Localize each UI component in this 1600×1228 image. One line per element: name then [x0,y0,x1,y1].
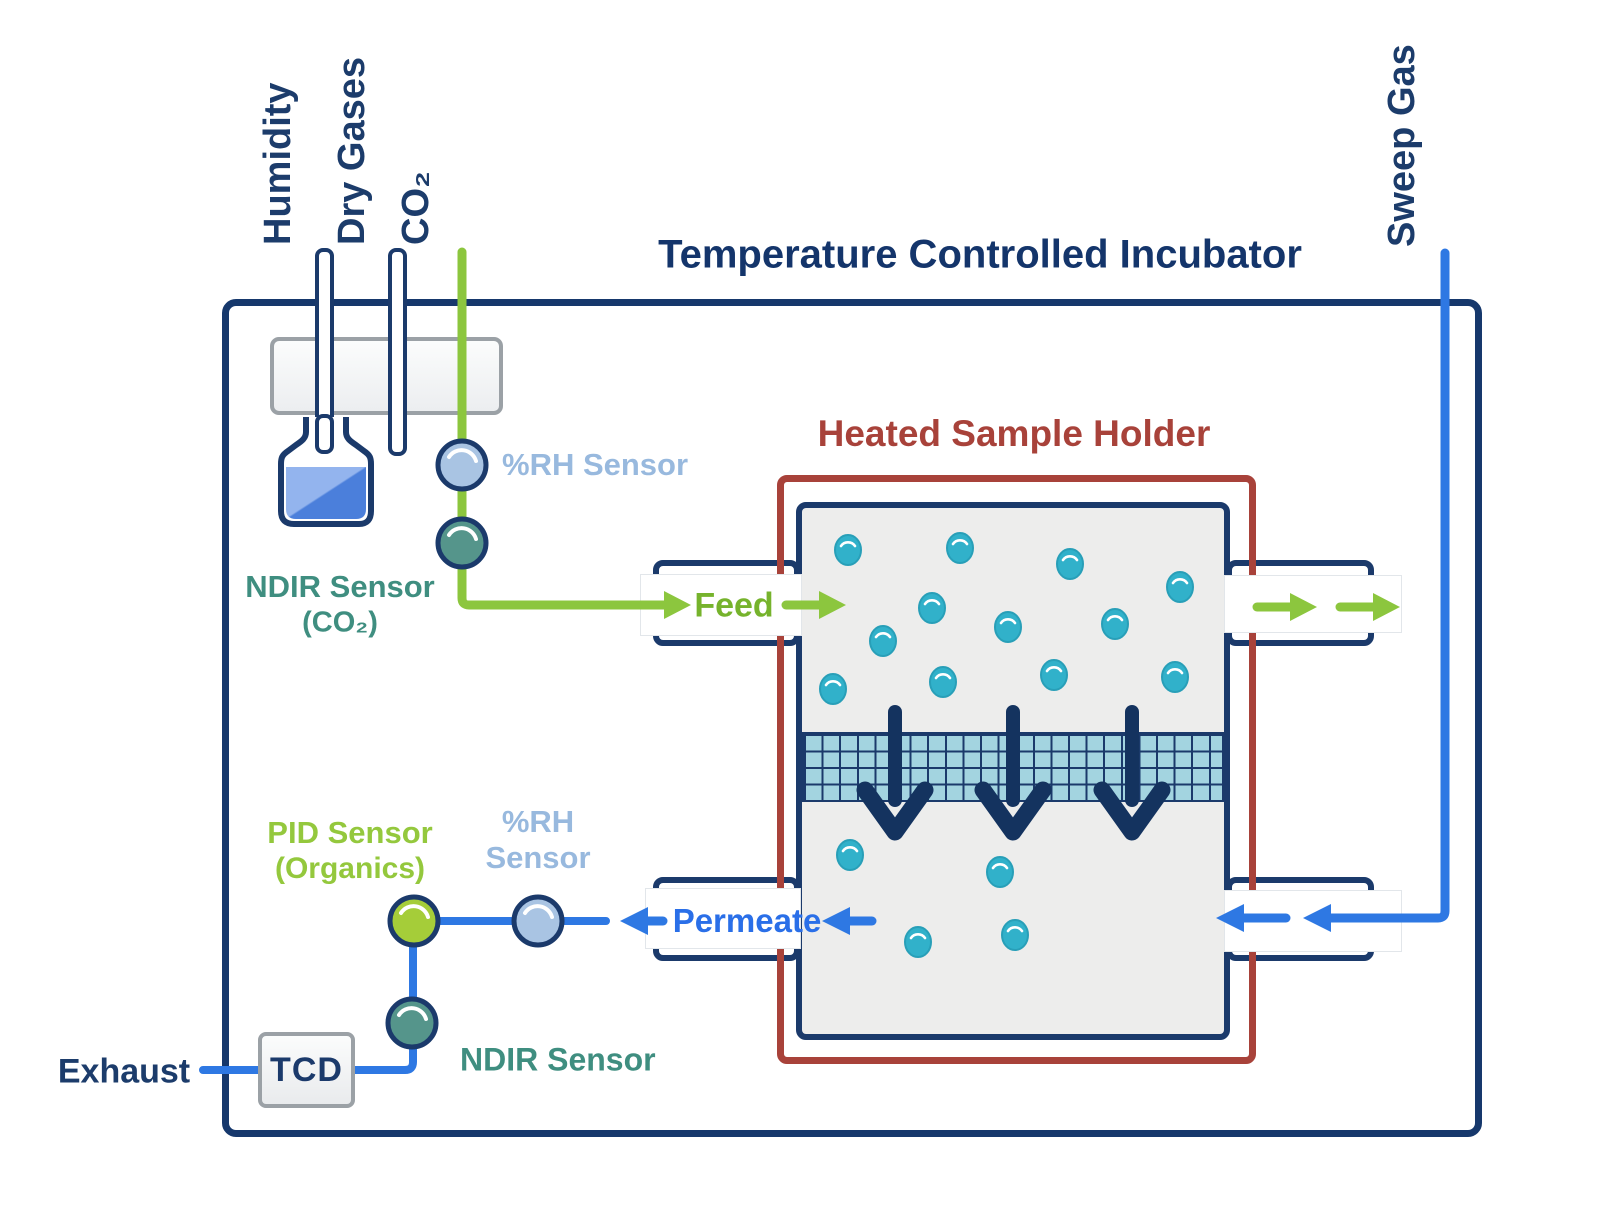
humidity-input-label: Humidity [257,82,299,245]
sweep-gas-pipe [1326,248,1450,923]
tcd-detector-box: TCD [258,1032,355,1108]
co2-input-label: CO₂ [395,171,437,245]
dry-gases-input-label: Dry Gases [331,56,373,245]
co2-pipe [457,247,671,610]
ndir-sensor-top-label-line2: (CO₂) [302,606,378,639]
membrane-flux-arrows [856,705,1171,841]
pid-sensor-bulb [387,894,441,948]
incubator-enclosure-box [222,299,1482,1137]
flask-liquid [286,467,366,519]
permeate-stream-label: Permeate [672,902,822,939]
page-title: Temperature Controlled Incubator [658,232,1302,277]
sweep-arrow-outer-icon [1303,904,1331,932]
humidity-tube-tip [315,414,334,454]
permeate-arrow-exit-icon [620,907,648,935]
permeate-side-molecules [835,838,1030,959]
ndir-sensor-top-label-line1: NDIR Sensor [245,569,435,604]
exhaust-label: Exhaust [57,1052,191,1091]
sweep-arrow-inner-icon [1216,904,1244,932]
dry-gases-tube [388,248,407,456]
feed-arrow-1-icon [664,591,691,619]
pid-sensor-label-line1: PID Sensor [267,815,433,850]
ndir-sensor-bottom-bulb [385,996,439,1050]
rh-sensor-top-bulb [435,438,489,492]
sweep-gas-input-label: Sweep Gas [1381,44,1423,247]
feed-side-molecules [818,531,1195,706]
retentate-arrow-2-icon [1373,593,1400,621]
retentate-arrow-1-icon [1290,593,1317,621]
feed-arrow-2-icon [819,591,846,619]
tcd-label: TCD [270,1050,343,1089]
permeate-port-band [645,888,801,949]
ndir-sensor-bottom-label: NDIR Sensor [460,1041,656,1078]
feed-stream-label: Feed [694,586,774,625]
pid-sensor-label-line2: (Organics) [274,852,426,885]
rh-sensor-top-label: %RH Sensor [502,447,689,482]
heated-sample-holder-label: Heated Sample Holder [817,413,1211,454]
rh-sensor-bottom-bulb [511,894,565,948]
rh-sensor-bottom-label-line1: %RH [501,804,575,839]
rh-sensor-bottom-label-line2: Sensor [485,840,591,875]
ndir-sensor-top-bulb [435,516,489,570]
heated-sample-holder-box [777,475,1256,1064]
permeate-arrow-inner-icon [822,907,850,935]
